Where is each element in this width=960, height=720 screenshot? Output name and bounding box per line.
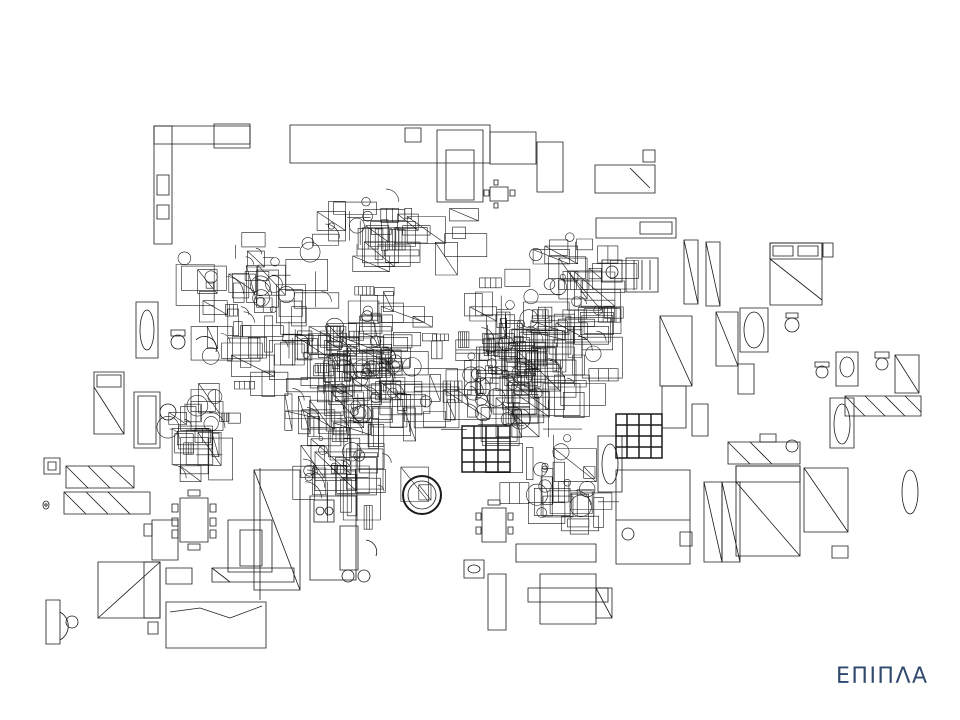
furniture-pieces (43, 124, 921, 648)
furniture-cluster (157, 189, 638, 534)
caption-furniture: ΕΠΙΠΛΑ (836, 664, 929, 689)
